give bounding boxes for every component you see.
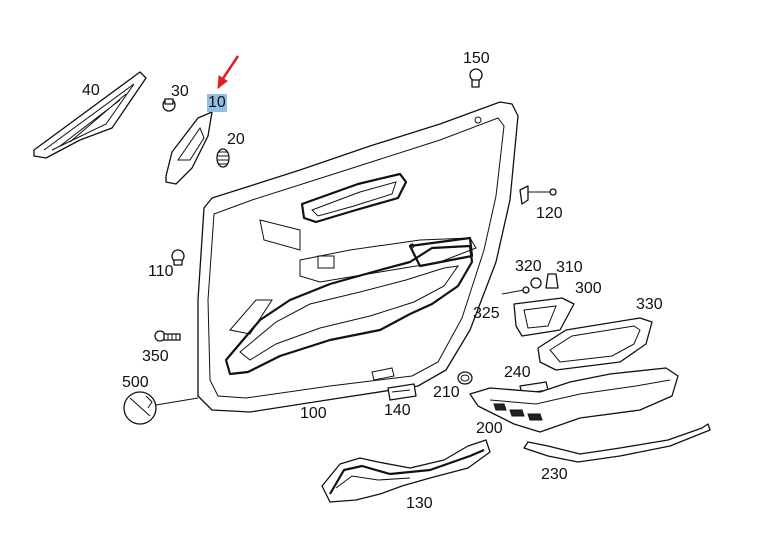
part-120-pin[interactable] bbox=[519, 185, 557, 205]
callout-10[interactable]: 10 bbox=[207, 94, 227, 112]
part-330-switch-frame[interactable] bbox=[537, 317, 653, 371]
wrench-icon bbox=[123, 391, 199, 425]
part-310-clip[interactable] bbox=[545, 273, 559, 289]
part-320-clip[interactable] bbox=[530, 277, 542, 289]
part-350-screw[interactable] bbox=[154, 330, 181, 342]
part-150-clip[interactable] bbox=[469, 68, 483, 88]
callout-150[interactable]: 150 bbox=[463, 50, 490, 67]
callout-330[interactable]: 330 bbox=[636, 296, 663, 313]
callout-20[interactable]: 20 bbox=[227, 131, 245, 148]
arrow-icon bbox=[217, 55, 240, 90]
callout-240[interactable]: 240 bbox=[504, 364, 531, 381]
callout-350[interactable]: 350 bbox=[142, 348, 169, 365]
part-325-rod[interactable] bbox=[501, 286, 530, 295]
part-130-rail[interactable] bbox=[321, 439, 491, 503]
part-210-knob[interactable] bbox=[457, 371, 473, 385]
part-10-corner-cover[interactable] bbox=[165, 111, 213, 185]
callout-100[interactable]: 100 bbox=[300, 405, 327, 422]
part-20-grille[interactable] bbox=[216, 148, 230, 168]
callout-500[interactable]: 500 bbox=[122, 374, 149, 391]
callout-110[interactable]: 110 bbox=[148, 263, 174, 280]
part-140-lamp[interactable] bbox=[387, 383, 417, 401]
callout-325[interactable]: 325 bbox=[473, 305, 500, 322]
part-230-trim-strip[interactable] bbox=[523, 423, 711, 463]
part-300-bracket[interactable] bbox=[513, 297, 575, 337]
callout-120[interactable]: 120 bbox=[536, 205, 563, 222]
callout-200[interactable]: 200 bbox=[476, 420, 503, 437]
part-100-door-panel[interactable] bbox=[197, 101, 519, 413]
callout-210[interactable]: 210 bbox=[433, 384, 460, 401]
part-200-armrest[interactable] bbox=[469, 367, 679, 433]
part-30-clip[interactable] bbox=[162, 98, 176, 112]
callout-140[interactable]: 140 bbox=[384, 402, 411, 419]
callout-320[interactable]: 320 bbox=[515, 258, 542, 275]
callout-230[interactable]: 230 bbox=[541, 466, 568, 483]
callout-40[interactable]: 40 bbox=[82, 82, 100, 99]
callout-130[interactable]: 130 bbox=[406, 495, 433, 512]
callout-30[interactable]: 30 bbox=[171, 83, 189, 100]
callout-300[interactable]: 300 bbox=[575, 280, 602, 297]
part-40-mirror-trim[interactable] bbox=[33, 71, 147, 159]
part-110-clip[interactable] bbox=[171, 249, 185, 266]
callout-310[interactable]: 310 bbox=[556, 259, 583, 276]
